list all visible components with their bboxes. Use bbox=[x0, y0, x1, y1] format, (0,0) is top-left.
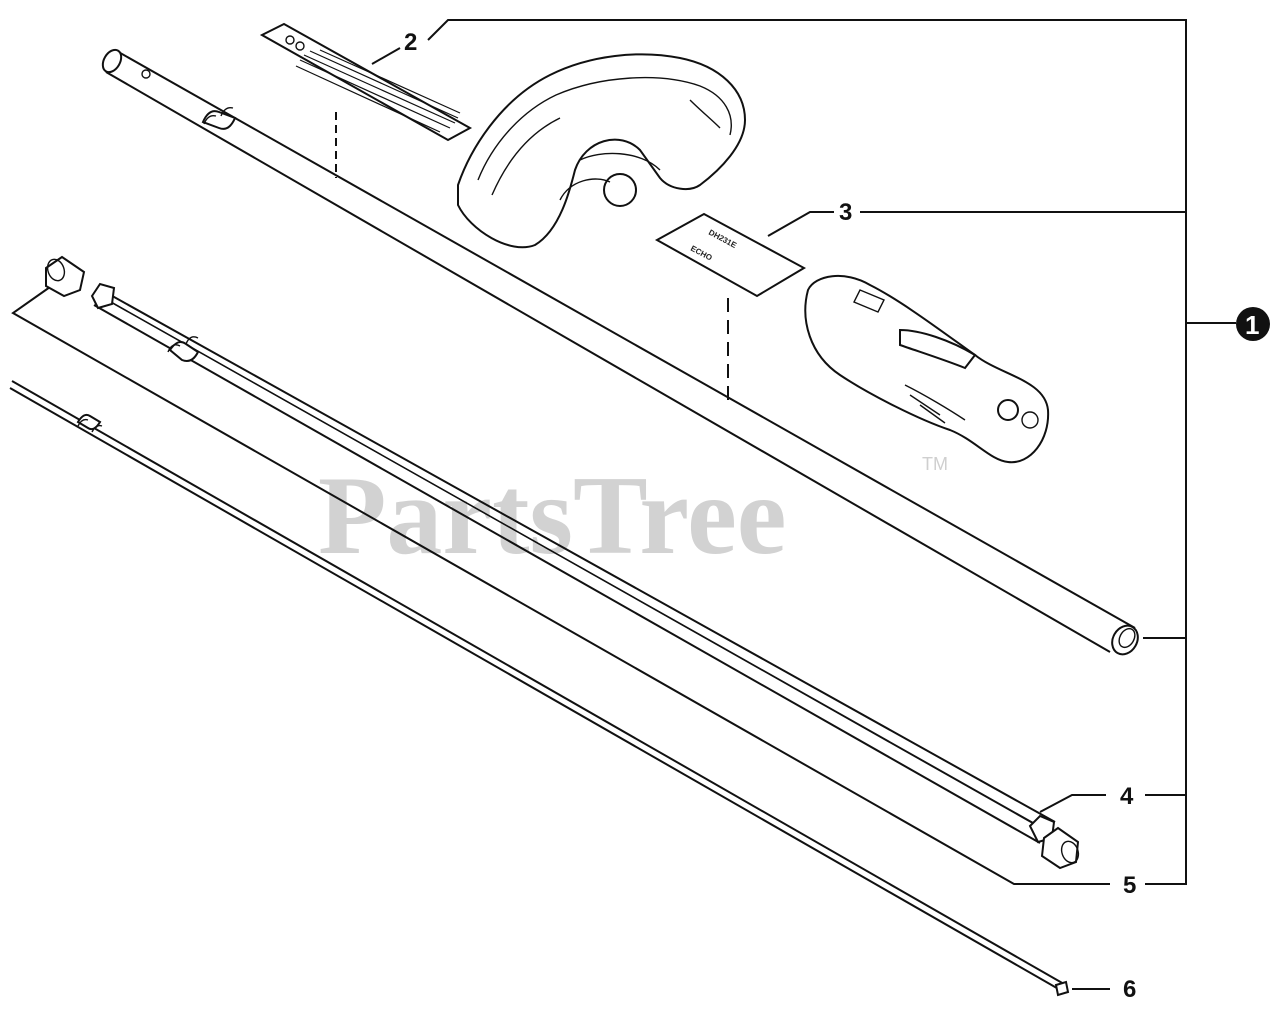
model-decal: DH231E ECHO bbox=[654, 212, 807, 405]
warning-decal bbox=[259, 22, 473, 178]
callout-3-leader bbox=[767, 211, 834, 237]
callout-2-leader bbox=[371, 47, 401, 65]
callout-5-leader bbox=[11, 286, 1110, 885]
bushing-right bbox=[1040, 826, 1080, 870]
watermark-tm: TM bbox=[922, 454, 948, 474]
callout-4-leader bbox=[1039, 794, 1106, 813]
callout-1-label: 1 bbox=[1245, 310, 1259, 340]
loop-handle bbox=[457, 53, 747, 249]
drive-shaft bbox=[9, 380, 1070, 997]
bushing-left bbox=[45, 255, 86, 298]
callout-5-label[interactable]: 5 bbox=[1123, 872, 1136, 899]
inner-liner bbox=[90, 282, 1056, 844]
assembly-bracket bbox=[427, 19, 1236, 885]
throttle-handle bbox=[804, 274, 1050, 464]
callout-3-label[interactable]: 3 bbox=[839, 199, 852, 226]
watermark-text: PartsTree bbox=[318, 454, 787, 578]
callout-4-label[interactable]: 4 bbox=[1120, 783, 1134, 810]
callout-1[interactable]: 1 bbox=[1236, 307, 1270, 341]
callout-2-label[interactable]: 2 bbox=[404, 29, 417, 56]
callout-6-label[interactable]: 6 bbox=[1123, 976, 1136, 1003]
outer-tube bbox=[101, 48, 1139, 656]
